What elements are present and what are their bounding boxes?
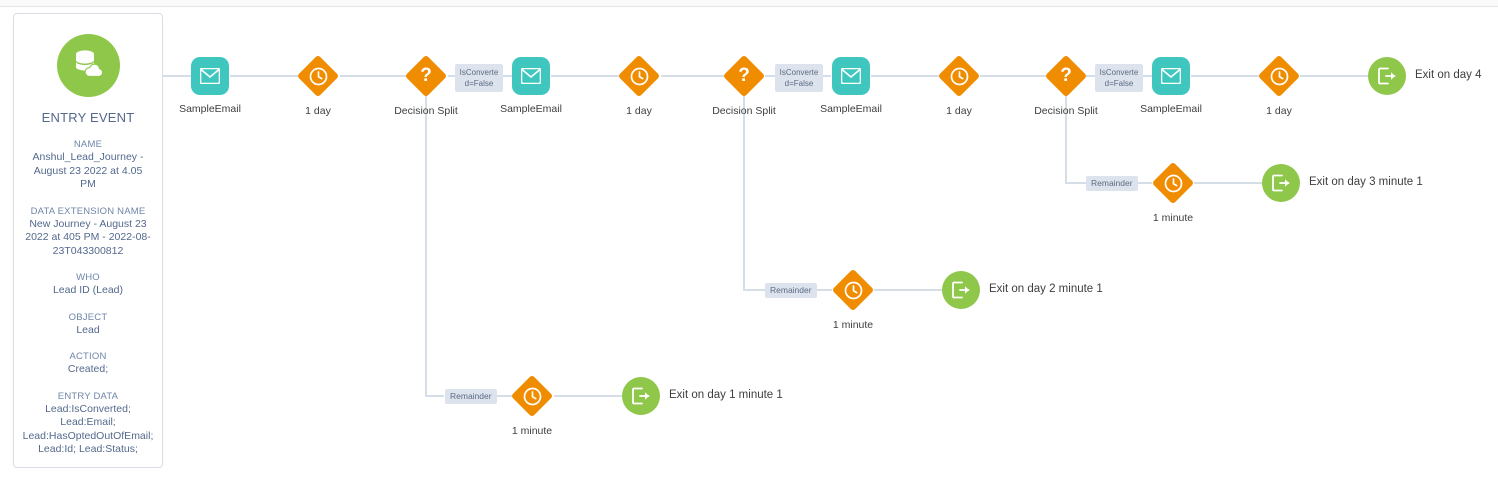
connector-email3-to-wait3 xyxy=(871,75,939,77)
exit-label: Exit on day 4 xyxy=(1415,69,1482,81)
field-label: ENTRY DATA xyxy=(57,390,119,402)
email-icon xyxy=(832,57,870,95)
node-label: SampleEmail xyxy=(500,103,562,115)
exit-icon xyxy=(1262,164,1300,202)
path-badge-remainder-3[interactable]: Remainder xyxy=(1086,176,1138,191)
entry-event-title: ENTRY EVENT xyxy=(41,110,135,125)
connector-waitbranch1-to-exit1 xyxy=(554,395,622,397)
clock-icon xyxy=(1257,54,1301,98)
field-value: New Journey - August 23 2022 at 405 PM -… xyxy=(25,217,151,257)
exit-icon xyxy=(622,377,660,415)
connector-email2-to-wait2 xyxy=(551,75,619,77)
field-label: ACTION xyxy=(69,351,107,362)
entry-field-who: WHO Lead ID (Lead) xyxy=(14,271,162,298)
connector-waitbranch3-to-exit3 xyxy=(1194,182,1262,184)
field-label: DATA EXTENSION NAME xyxy=(30,205,146,217)
field-label: OBJECT xyxy=(68,311,108,323)
connector-badge-to-wait-branch2 xyxy=(815,289,832,291)
clock-icon xyxy=(937,54,981,98)
node-label: SampleEmail xyxy=(820,103,882,115)
exit-icon xyxy=(942,271,980,309)
connector-badge-to-wait-branch1 xyxy=(495,395,512,397)
node-label: 1 minute xyxy=(832,319,874,331)
clock-icon xyxy=(831,268,875,312)
question-mark-icon: ? xyxy=(1044,54,1088,98)
field-value: Lead xyxy=(76,323,100,336)
path-badge-remainder-2[interactable]: Remainder xyxy=(765,283,817,298)
connector-decision1-branch-horizontal xyxy=(425,395,444,397)
clock-icon xyxy=(617,54,661,98)
exit-label: Exit on day 1 minute 1 xyxy=(669,389,783,401)
node-label: 1 day xyxy=(946,105,972,117)
node-label: 1 day xyxy=(626,105,652,117)
node-label: 1 day xyxy=(1266,105,1292,117)
field-value: Lead ID (Lead) xyxy=(52,284,124,296)
entry-field-data-extension-name: DATA EXTENSION NAME New Journey - August… xyxy=(14,205,162,259)
top-chrome-strip xyxy=(0,0,1498,7)
entry-field-name: NAME Anshul_Lead_Journey - August 23 202… xyxy=(14,138,162,192)
connector-entry-to-email1 xyxy=(163,75,191,77)
connector-wait1-to-decision1 xyxy=(340,75,408,77)
question-mark-icon: ? xyxy=(404,54,448,98)
node-label: 1 minute xyxy=(1152,212,1194,224)
field-label: WHO xyxy=(76,272,100,283)
path-badge-remainder-1[interactable]: Remainder xyxy=(445,389,497,404)
email-icon xyxy=(191,57,229,95)
field-value: Lead:IsConverted; Lead:Email; Lead:HasOp… xyxy=(22,402,154,456)
clock-icon xyxy=(1151,161,1195,205)
path-badge-is-converted-false-3[interactable]: IsConverte d=False xyxy=(1095,64,1143,92)
entry-field-object: OBJECT Lead xyxy=(14,311,162,338)
connector-email1-to-wait1 xyxy=(230,75,298,77)
path-badge-is-converted-false-1[interactable]: IsConverte d=False xyxy=(455,64,503,92)
entry-field-action: ACTION Created; xyxy=(14,350,162,377)
entry-event-panel[interactable]: ENTRY EVENT NAME Anshul_Lead_Journey - A… xyxy=(13,13,163,468)
connector-decision1-branch-vertical xyxy=(425,95,427,396)
entry-field-entry-data: ENTRY DATA Lead:IsConverted; Lead:Email;… xyxy=(14,390,162,457)
node-label: 1 minute xyxy=(511,425,553,437)
connector-decision2-branch-vertical xyxy=(743,95,745,290)
connector-decision3-branch-vertical xyxy=(1065,95,1067,183)
connector-waitbranch2-to-exit2 xyxy=(874,289,942,291)
email-icon xyxy=(1152,57,1190,95)
path-badge-is-converted-false-2[interactable]: IsConverte d=False xyxy=(775,64,823,92)
field-value: Anshul_Lead_Journey - August 23 2022 at … xyxy=(32,151,144,190)
node-label: Decision Split xyxy=(712,105,776,117)
node-label: Decision Split xyxy=(394,105,458,117)
node-label: 1 day xyxy=(305,105,331,117)
node-label: SampleEmail xyxy=(179,103,241,115)
node-label: Decision Split xyxy=(1034,105,1098,117)
connector-wait3-to-decision3 xyxy=(980,75,1046,77)
clock-icon xyxy=(296,54,340,98)
email-icon xyxy=(512,57,550,95)
connector-decision3-branch-horizontal xyxy=(1065,182,1087,184)
exit-icon xyxy=(1368,57,1406,95)
field-label: NAME xyxy=(73,139,103,150)
connector-email4-to-wait4 xyxy=(1191,75,1259,77)
data-source-icon xyxy=(56,34,120,97)
connector-decision2-branch-horizontal xyxy=(743,289,765,291)
question-mark-icon: ? xyxy=(722,54,766,98)
exit-label: Exit on day 3 minute 1 xyxy=(1309,176,1423,188)
connector-badge-to-wait-branch3 xyxy=(1135,182,1152,184)
exit-label: Exit on day 2 minute 1 xyxy=(989,283,1103,295)
node-label: SampleEmail xyxy=(1140,103,1202,115)
clock-icon xyxy=(510,374,554,418)
connector-wait4-to-exit xyxy=(1300,75,1368,77)
connector-wait2-to-decision2 xyxy=(661,75,725,77)
field-value: Created; xyxy=(67,363,109,375)
